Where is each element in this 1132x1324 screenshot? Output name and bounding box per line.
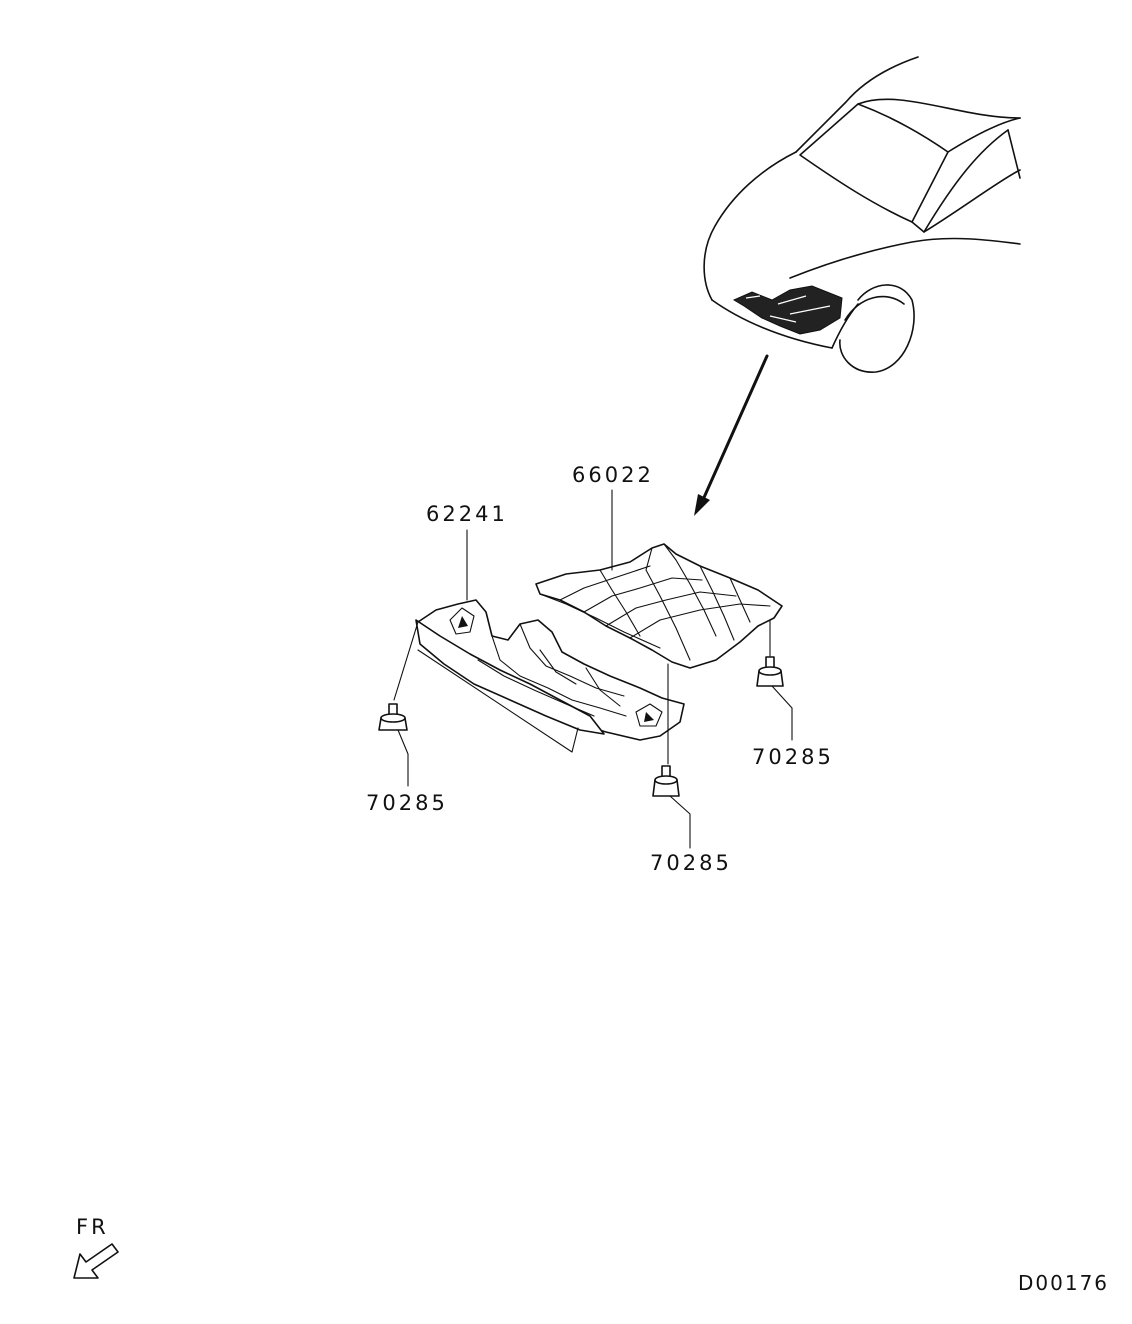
bolt-70285-center [652,765,680,797]
callout-62241: 62241 [426,502,508,526]
under-cover-66022 [535,543,783,669]
bolt-70285-left [378,703,408,731]
diagram-code: D00176 [1018,1271,1109,1295]
callout-70285-right: 70285 [752,745,834,769]
under-cover-62241 [415,599,685,741]
vehicle-outline-illustration [703,56,1021,373]
front-label: FR [76,1215,109,1239]
callout-66022: 66022 [572,463,654,487]
detail-pointer-arrow [694,354,769,516]
front-orientation-marker: FR [73,1215,119,1279]
front-direction-arrow-icon [73,1243,119,1279]
bolt-70285-right [756,656,784,687]
leader-lines [393,489,793,849]
callout-70285-center: 70285 [650,851,732,875]
callout-70285-left: 70285 [366,791,448,815]
